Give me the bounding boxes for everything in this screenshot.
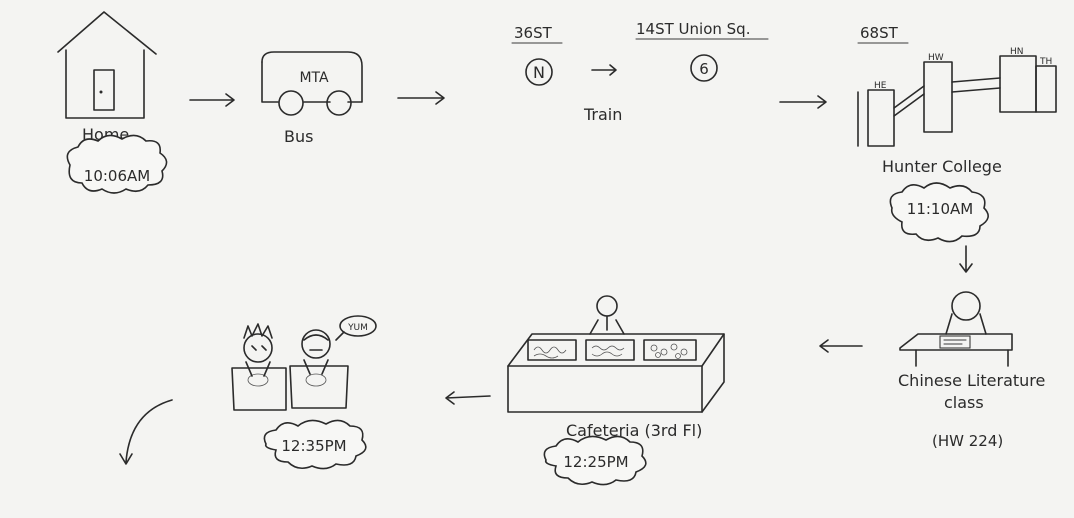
arrow-icon — [779, 95, 827, 109]
college-stop: 68ST — [860, 24, 899, 42]
eating-node: YUM 12:35PM — [231, 315, 377, 470]
train-line-n-badge: N — [525, 58, 553, 86]
svg-text:N: N — [533, 63, 545, 82]
arrow-icon — [819, 339, 863, 353]
college-time: 11:10AM — [907, 200, 973, 218]
college-time-cloud: 11:10AM — [889, 182, 989, 243]
home-time: 10:06AM — [84, 167, 150, 185]
train-line-6-badge: 6 — [690, 54, 718, 82]
arrow-icon — [189, 93, 235, 107]
bus-text: MTA — [299, 70, 329, 86]
building-label-he: HE — [874, 81, 887, 91]
student-at-desk-icon — [899, 291, 1013, 367]
curved-arrow-icon — [119, 399, 173, 465]
arrow-icon — [397, 91, 445, 105]
house-icon — [57, 11, 157, 119]
college-node: 68ST HE HW HN TH Hunter College 11:10AM — [857, 24, 1057, 243]
cafeteria-time: 12:25PM — [563, 453, 628, 471]
bus-node: MTA Bus — [261, 51, 363, 146]
home-node: Home 10:06AM — [57, 11, 168, 194]
building-label-hw: HW — [928, 53, 944, 63]
class-room: (HW 224) — [932, 432, 1003, 450]
speech-bubble: YUM — [335, 315, 377, 341]
train-node: 36ST N 14ST Union Sq. 6 Train — [511, 20, 769, 124]
cafeteria-label: Cafeteria (3rd Fl) — [566, 421, 702, 440]
bus-label: Bus — [284, 127, 313, 146]
class-node: Chinese Literature class (HW 224) — [898, 291, 1045, 450]
building-label-th: TH — [1039, 57, 1052, 67]
buildings-icon — [857, 55, 1057, 147]
arrow-icon — [445, 391, 491, 405]
class-label-line2: class — [944, 393, 984, 412]
train-label: Train — [583, 105, 622, 124]
class-label-line1: Chinese Literature — [898, 371, 1045, 390]
arrow-icon — [591, 64, 617, 76]
bus-icon — [261, 51, 363, 116]
svg-text:6: 6 — [699, 60, 709, 78]
building-label-hn: HN — [1010, 47, 1024, 57]
eating-time: 12:35PM — [281, 437, 346, 455]
train-stop-1: 36ST — [514, 24, 553, 42]
speech-text: YUM — [347, 323, 368, 333]
food-counter-icon — [507, 333, 725, 413]
arrow-icon — [959, 245, 973, 273]
eating-time-cloud: 12:35PM — [263, 419, 367, 470]
train-stop-2: 14ST Union Sq. — [636, 20, 750, 38]
cashier-figure-icon — [589, 295, 625, 335]
home-time-cloud: 10:06AM — [66, 134, 168, 194]
friends-eating-icon — [231, 323, 349, 411]
college-label: Hunter College — [882, 157, 1002, 176]
cafeteria-node: Cafeteria (3rd Fl) 12:25PM — [507, 295, 725, 486]
cafeteria-time-cloud: 12:25PM — [543, 435, 647, 486]
